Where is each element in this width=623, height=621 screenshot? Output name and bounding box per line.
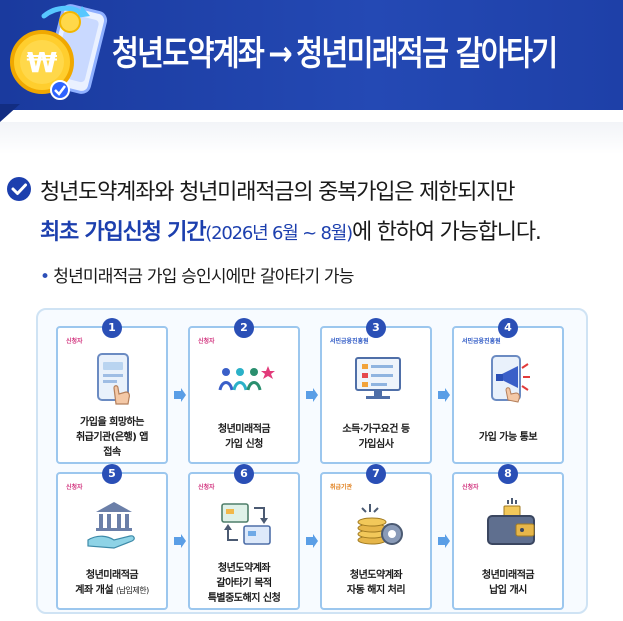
banner-title-left: 청년도약계좌 — [112, 34, 265, 74]
step-card-8: 8 신청자 청년미래적금 납입 개시 — [452, 464, 564, 610]
step-number: 5 — [102, 464, 122, 484]
step-card-5: 5 신청자 청년미래적금 계좌 개설 (납입제한) — [56, 464, 168, 610]
step-card-3: 3 서민금융진흥원 소득·가구요건 등 가입심사 — [320, 318, 432, 464]
step-number: 1 — [102, 318, 122, 338]
megaphone-phone-icon — [491, 355, 530, 403]
step-actor: 신청자 — [66, 338, 83, 345]
step-actor: 취급기관 — [330, 484, 353, 491]
phone-coin-icon: ₩ — [10, 4, 108, 100]
step-number: 3 — [366, 318, 386, 338]
step-text: 청년도약계좌 자동 해지 처리 — [346, 570, 406, 596]
step-text: 소득·가구요건 등 가입심사 — [342, 424, 410, 450]
bank-hand-icon — [87, 502, 135, 549]
bullet-text: 청년미래적금 가입 승인시에만 갈아타기 가능 — [53, 267, 354, 287]
step-card-2: 2 신청자 청년미래적금 가입 신청 — [188, 318, 300, 464]
arrow-right-icon — [438, 388, 450, 402]
monitor-checklist-icon — [355, 357, 401, 399]
arrow-right-icon — [306, 388, 318, 402]
step-card-1: 1 신청자 가입을 희망하는 취급기관(은행) 앱 접속 — [56, 318, 168, 464]
divider-band — [0, 122, 623, 154]
wallet-icon — [487, 498, 535, 545]
arrow-right-icon — [174, 388, 186, 402]
step-number: 8 — [498, 464, 518, 484]
banner-title-right: 청년미래적금 갈아타기 — [296, 34, 558, 74]
card-switch-icon — [221, 503, 271, 545]
step-actor: 서민금융진흥원 — [330, 338, 369, 345]
step-text: 청년미래적금 납입 개시 — [481, 570, 535, 596]
step-number: 7 — [366, 464, 386, 484]
coins-gear-icon — [357, 504, 403, 545]
arrow-right-icon — [174, 534, 186, 548]
step-actor: 신청자 — [462, 484, 479, 491]
step-text: 청년미래적금 계좌 개설 (납입제한) — [62, 558, 162, 608]
step-text: 청년도약계좌 갈아타기 목적 특별중도해지 신청 — [207, 562, 281, 604]
banner-arrow: → — [268, 34, 292, 74]
step-text: 가입 가능 통보 — [478, 431, 538, 443]
notice-emphasis: 최초 가입신청 기간 — [40, 220, 206, 245]
step-actor: 서민금융진흥원 — [462, 338, 501, 345]
banner-ribbon-tail — [0, 104, 20, 122]
step-text: 청년미래적금 가입 신청 — [217, 424, 271, 450]
step-text: 가입을 희망하는 취급기관(은행) 앱 접속 — [75, 416, 149, 458]
step-number: 4 — [498, 318, 518, 338]
bullet-dot: • — [40, 267, 50, 287]
notice-period: (2026년 6월 ~ 8월) — [205, 223, 353, 244]
step-card-7: 7 취급기관 청년도약계좌 자동 해지 처리 — [320, 464, 432, 610]
notice-line-2: 최초 가입신청 기간(2026년 6월 ~ 8월)에 한하여 가능합니다. — [40, 214, 542, 246]
arrow-right-icon — [306, 534, 318, 548]
step-number: 6 — [234, 464, 254, 484]
people-group-icon — [218, 366, 275, 391]
step-actor: 신청자 — [66, 484, 83, 491]
arrow-right-icon — [438, 534, 450, 548]
step-note: (납입제한) — [116, 586, 149, 595]
step-text-main: 청년미래적금 계좌 개설 — [75, 570, 139, 596]
step-actor: 신청자 — [198, 338, 215, 345]
step-actor: 신청자 — [198, 484, 215, 491]
check-circle-icon — [7, 177, 31, 201]
notice-rest: 에 한하여 가능합니다. — [351, 220, 542, 245]
step-number: 2 — [234, 318, 254, 338]
header-banner: ₩ 청년도약계좌→청년미래적금 갈아타기 — [0, 0, 623, 122]
step-card-6: 6 신청자 청년도약계좌 갈아타기 목적 특별중도해지 신청 — [188, 464, 300, 610]
process-panel: 1 신청자 가입을 희망하는 취급기관(은행) 앱 접속 2 신청자 청년미래적… — [36, 308, 588, 614]
notice-line-1: 청년도약계좌와 청년미래적금의 중복가입은 제한되지만 — [40, 180, 516, 205]
banner-title: 청년도약계좌→청년미래적금 갈아타기 — [112, 24, 558, 84]
phone-tap-icon — [97, 353, 130, 405]
notice-bullet: •청년미래적금 가입 승인시에만 갈아타기 가능 — [40, 262, 354, 287]
svg-text:₩: ₩ — [27, 46, 58, 79]
step-card-4: 4 서민금융진흥원 가입 가능 통보 — [452, 318, 564, 464]
